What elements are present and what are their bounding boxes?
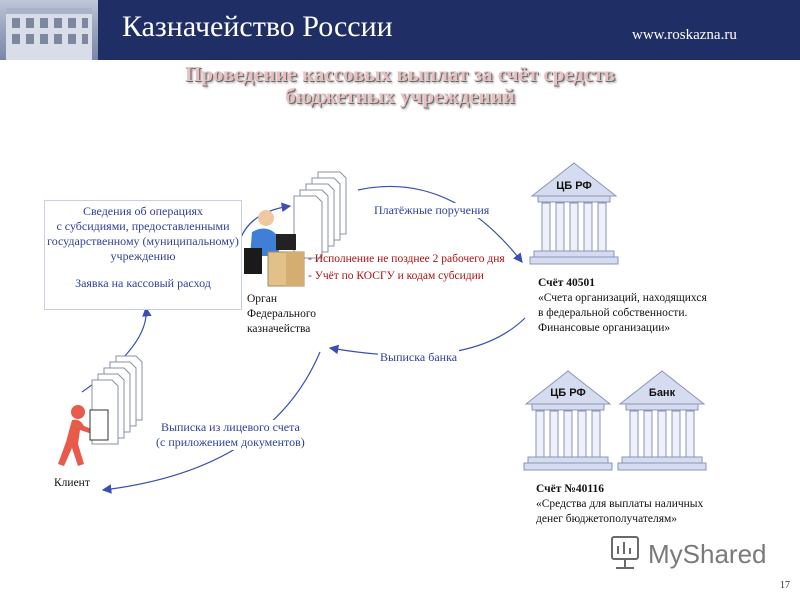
payment-orders-label: Платёжные поручения bbox=[372, 203, 492, 218]
account-40501-line-1: «Счета организаций, находящихся bbox=[538, 292, 707, 304]
treasury-line-1: Орган bbox=[247, 293, 278, 305]
account-40116-line-1: «Средства для выплаты наличных bbox=[536, 498, 704, 510]
bank-bottom-left-icon bbox=[523, 370, 613, 471]
bank-top-label: ЦБ РФ bbox=[556, 180, 592, 192]
account-40501-title: Счёт 40501 bbox=[538, 277, 596, 289]
title-line-1: Проведение кассовых выплат за счёт средс… bbox=[184, 62, 616, 86]
account-statement-line-1: Выписка из лицевого счета bbox=[160, 420, 300, 434]
site-url[interactable]: www.roskazna.ru bbox=[632, 27, 737, 43]
info-line-2: с субсидиями, предоставленными bbox=[56, 219, 230, 233]
treasury-line-2: Федерального bbox=[247, 308, 317, 320]
building-photo bbox=[0, 0, 98, 60]
watermark-text: MyShared bbox=[648, 539, 767, 569]
client-figure-icon bbox=[58, 405, 109, 466]
header-bar bbox=[0, 0, 800, 60]
info-line-4: учреждению bbox=[110, 249, 176, 263]
arrow-payment-orders bbox=[357, 185, 523, 263]
arrow-to-treasury bbox=[239, 202, 292, 241]
info-box: Сведения об операциях с субсидиями, пред… bbox=[44, 200, 242, 310]
account-40501-line-2: в федеральной собственности. bbox=[538, 307, 688, 319]
page-number: 17 bbox=[780, 580, 790, 591]
bank-bottom-right-label: Банк bbox=[648, 387, 676, 399]
account-40501: Счёт 40501 «Счета организаций, находящих… bbox=[538, 276, 707, 336]
treasury-label: Орган Федерального казначейства bbox=[247, 292, 316, 337]
condition-accounting: - Учёт по КОСГУ и кодам субсидии bbox=[308, 270, 484, 282]
title-line-2: бюджетных учреждений bbox=[285, 84, 515, 108]
info-line-1: Сведения об операциях bbox=[82, 204, 204, 218]
client-label: Клиент bbox=[54, 477, 90, 489]
myshared-logo-icon bbox=[611, 536, 639, 569]
bank-top-icon bbox=[529, 162, 619, 265]
condition-deadline: - Исполнение не позднее 2 рабочего дня bbox=[308, 253, 505, 265]
account-40116: Счёт №40116 «Средства для выплаты наличн… bbox=[536, 482, 703, 527]
bank-bottom-right-icon bbox=[617, 370, 707, 471]
treasury-line-3: казначейства bbox=[247, 323, 311, 335]
org-name: Казначейство России bbox=[122, 10, 393, 43]
document-stack-top-icon bbox=[293, 171, 347, 259]
info-line-3: государственному (муниципальному) bbox=[47, 234, 239, 248]
bank-statement-label: Выписка банка bbox=[378, 350, 460, 365]
account-40116-line-2: денег бюджетополучателям» bbox=[536, 513, 678, 525]
treasury-clerk-icon bbox=[244, 210, 305, 287]
bank-bottom-left-label: ЦБ РФ bbox=[550, 387, 586, 399]
account-40501-line-3: Финансовые организации» bbox=[538, 322, 671, 334]
account-statement-line-2: (с приложением документов) bbox=[156, 435, 305, 449]
account-40116-title: Счёт №40116 bbox=[536, 483, 604, 495]
slide-title: Проведение кассовых выплат за счёт средс… bbox=[100, 63, 700, 107]
account-statement-label: Выписка из лицевого счета (с приложением… bbox=[156, 420, 305, 450]
request-label: Заявка на кассовый расход bbox=[75, 276, 211, 290]
